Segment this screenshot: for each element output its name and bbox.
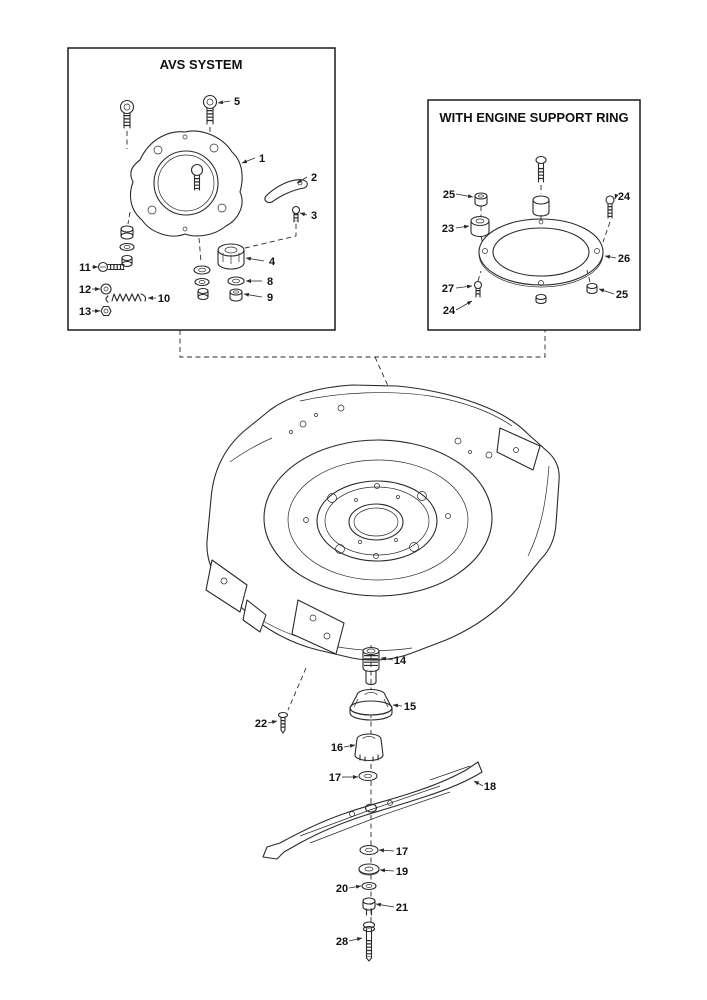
callout-25b: 25 (616, 289, 628, 301)
leader-lines (92, 100, 619, 942)
esr-cylinder-23 (470, 215, 490, 246)
callout-9: 9 (267, 292, 273, 304)
washer-17-upper (358, 770, 378, 782)
avs-spring (105, 293, 147, 303)
bolt-21 (362, 897, 376, 916)
avs-washer-12 (100, 283, 112, 295)
esr-bushing-25-left (474, 192, 488, 216)
callout-23: 23 (442, 223, 454, 235)
long-bolt-28 (362, 921, 376, 962)
esr-screw-24-right (602, 195, 615, 243)
callout-3: 3 (311, 210, 317, 222)
avs-screw-11 (97, 261, 125, 273)
callout-8: 8 (267, 276, 273, 288)
callout-1: 1 (259, 153, 265, 165)
callout-18: 18 (484, 781, 496, 793)
washer-19 (358, 863, 380, 876)
callout-2: 2 (311, 172, 317, 184)
engine-support-box: WITH ENGINE SUPPORT RING (427, 99, 641, 331)
mower-deck (205, 384, 560, 661)
callout-11: 11 (79, 262, 91, 274)
avs-middle-washer-stack (193, 265, 211, 301)
avs-box-title: AVS SYSTEM (160, 57, 243, 72)
avs-rubber-bushing (217, 243, 245, 270)
box-connector-lines (179, 330, 546, 387)
avs-left-bushing-stack (119, 211, 135, 268)
avs-bushing-9 (229, 288, 243, 302)
avs-system-box: AVS SYSTEM (67, 47, 336, 331)
washer-17-lower (359, 844, 379, 856)
callout-15: 15 (404, 701, 416, 713)
esr-nut-25-right (586, 269, 598, 295)
washer-20 (361, 881, 377, 891)
callout-24b: 24 (443, 305, 456, 317)
callout-14: 14 (394, 655, 407, 667)
avs-ring-plate (129, 130, 243, 263)
callout-4: 4 (269, 256, 276, 268)
esr-nut-bottom (535, 293, 547, 305)
blade-assembly (262, 645, 483, 962)
avs-lever-screw (244, 205, 301, 249)
callout-labels: 5 1 2 3 4 8 9 11 12 10 13 25 23 24 26 27… (79, 96, 631, 948)
callout-25a: 25 (443, 189, 455, 201)
callout-27: 27 (442, 283, 454, 295)
callout-26: 26 (618, 253, 630, 265)
callout-19: 19 (396, 866, 408, 878)
callout-10: 10 (158, 293, 170, 305)
engine-support-ring (478, 218, 604, 288)
callout-28: 28 (336, 936, 348, 948)
avs-washer-8 (227, 276, 245, 286)
callout-24a: 24 (618, 191, 631, 203)
callout-17b: 17 (396, 846, 408, 858)
callout-17a: 17 (329, 772, 341, 784)
callout-22: 22 (255, 718, 267, 730)
avs-screw-left (119, 99, 135, 149)
blade-support-15 (349, 688, 393, 721)
callout-5: 5 (234, 96, 240, 108)
blade-hub-14 (362, 646, 380, 686)
esr-center-screw (532, 155, 550, 221)
callout-13: 13 (79, 306, 91, 318)
blade-holder-16 (354, 733, 384, 762)
avs-nut-13 (100, 305, 112, 317)
callout-20: 20 (336, 883, 348, 895)
esr-screw-27 (473, 270, 483, 298)
callout-21: 21 (396, 902, 408, 914)
deck-screw-22 (277, 711, 289, 734)
mower-blade (262, 761, 483, 860)
engine-support-box-title: WITH ENGINE SUPPORT RING (439, 110, 628, 125)
avs-brake-lever (264, 179, 308, 204)
callout-16: 16 (331, 742, 343, 754)
callout-12: 12 (79, 284, 91, 296)
